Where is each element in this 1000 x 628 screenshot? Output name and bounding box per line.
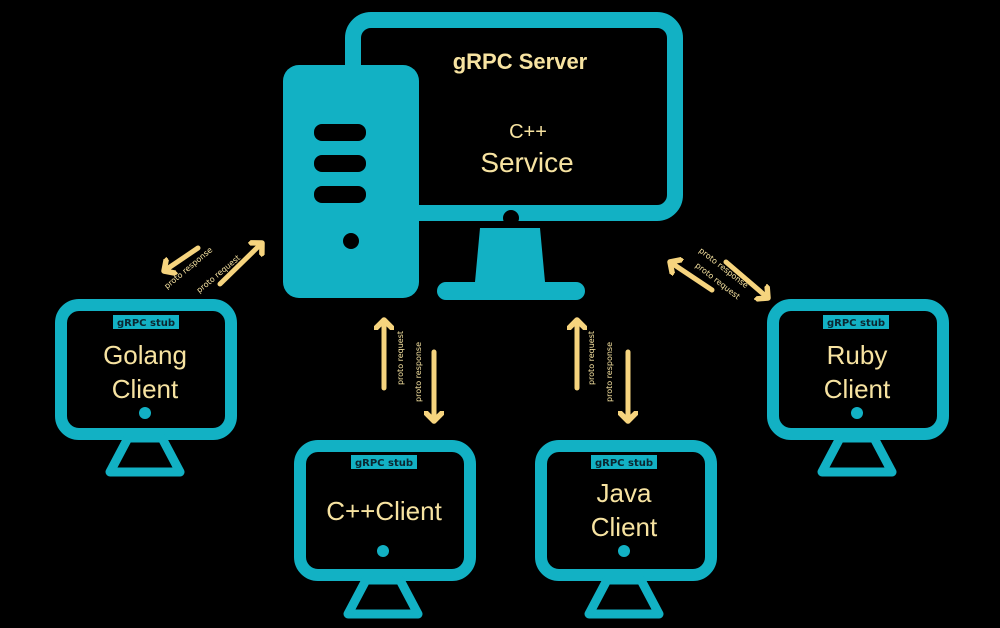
tower-slot bbox=[314, 124, 366, 141]
cpp-response-label: proto response bbox=[414, 342, 423, 402]
client-ruby-stand bbox=[817, 433, 897, 477]
client-java-power-dot bbox=[618, 545, 630, 557]
server-service-label: Service bbox=[480, 147, 573, 178]
client-java-stub-badge bbox=[591, 455, 657, 469]
client-cpp-power-dot bbox=[377, 545, 389, 557]
client-golang-stub-label: gRPC stub bbox=[117, 318, 175, 329]
client-ruby-stub-label: gRPC stub bbox=[827, 318, 885, 329]
arrow-golang-request bbox=[217, 243, 262, 287]
client-cpp-name: C++Client bbox=[326, 496, 442, 526]
java-response-label: proto response bbox=[605, 342, 614, 402]
client-cpp: gRPC stub C++Client bbox=[294, 440, 476, 619]
server-monitor-power-dot bbox=[503, 210, 519, 226]
client-cpp-stand bbox=[343, 575, 423, 619]
arrow-ruby-response bbox=[723, 259, 768, 298]
client-java: gRPC stub Java Client bbox=[535, 440, 717, 619]
client-ruby-stub-badge bbox=[823, 315, 889, 329]
tower-power-button bbox=[343, 233, 359, 249]
arrow-golang-response bbox=[164, 245, 201, 271]
arrow-ruby-request bbox=[670, 262, 715, 293]
server-monitor-base bbox=[437, 282, 585, 300]
client-ruby-power-dot bbox=[851, 407, 863, 419]
client-golang-suffix: Client bbox=[112, 374, 179, 404]
client-java-stand bbox=[584, 575, 664, 619]
client-ruby: gRPC stub Ruby Client bbox=[767, 299, 949, 477]
tower-slot bbox=[314, 186, 366, 203]
client-cpp-stub-label: gRPC stub bbox=[355, 458, 413, 469]
client-java-stub-label: gRPC stub bbox=[595, 458, 653, 469]
client-ruby-suffix: Client bbox=[824, 374, 891, 404]
client-golang: gRPC stub Golang Client bbox=[55, 299, 237, 477]
client-java-name: Java bbox=[597, 478, 652, 508]
client-cpp-stub-badge bbox=[351, 455, 417, 469]
client-golang-stub-badge bbox=[113, 315, 179, 329]
server-monitor-neck bbox=[475, 228, 545, 282]
client-golang-power-dot bbox=[139, 407, 151, 419]
server-title: gRPC Server bbox=[453, 49, 588, 74]
java-request-label: proto request bbox=[587, 331, 596, 385]
cpp-request-label: proto request bbox=[396, 331, 405, 385]
client-golang-stand bbox=[105, 433, 185, 477]
server-tower bbox=[283, 65, 419, 298]
arrows bbox=[164, 243, 768, 421]
tower-slot bbox=[314, 155, 366, 172]
client-java-suffix: Client bbox=[591, 512, 658, 542]
client-ruby-name: Ruby bbox=[827, 340, 888, 370]
server-language: C++ bbox=[509, 121, 547, 143]
client-golang-name: Golang bbox=[103, 340, 187, 370]
